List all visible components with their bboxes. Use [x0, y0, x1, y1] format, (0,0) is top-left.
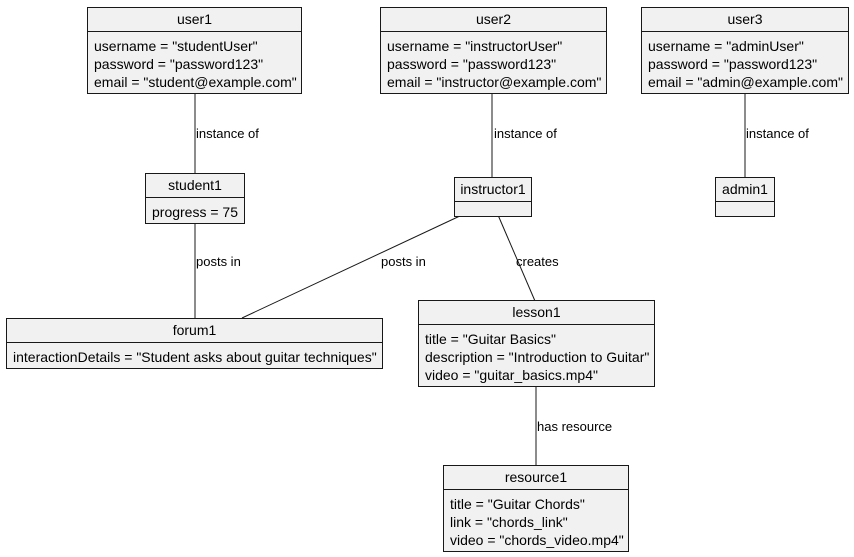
- object-name: instructor1: [455, 178, 531, 202]
- link-label-user2-instructor1: instance of: [494, 126, 557, 141]
- link-label-user3-admin1: instance of: [746, 126, 809, 141]
- object-user2: user2 username = "instructorUser" passwo…: [380, 7, 607, 94]
- object-attributes: [455, 202, 531, 216]
- object-student1: student1 progress = 75: [145, 173, 245, 224]
- object-instructor1: instructor1: [454, 177, 532, 217]
- object-attributes: username = "studentUser" password = "pas…: [88, 32, 301, 93]
- object-name: forum1: [7, 319, 382, 343]
- link-label-instructor1-forum1: posts in: [381, 254, 426, 269]
- attribute-username: username = "adminUser": [648, 38, 804, 54]
- link-label-user1-student1: instance of: [196, 126, 259, 141]
- attribute-title: title = "Guitar Chords": [450, 496, 585, 512]
- attribute-progress: progress = 75: [152, 204, 238, 220]
- attribute-title: title = "Guitar Basics": [425, 331, 556, 347]
- object-user3: user3 username = "adminUser" password = …: [641, 7, 849, 94]
- attribute-email: email = "instructor@example.com": [387, 74, 602, 90]
- link-instructor1-forum1: [241, 214, 463, 319]
- object-name: user3: [642, 8, 848, 32]
- attribute-username: username = "studentUser": [94, 38, 258, 54]
- attribute-interaction-details: interactionDetails = "Student asks about…: [13, 349, 377, 365]
- object-attributes: username = "adminUser" password = "passw…: [642, 32, 848, 93]
- object-attributes: [716, 202, 774, 216]
- attribute-email: email = "admin@example.com": [648, 74, 843, 90]
- object-user1: user1 username = "studentUser" password …: [87, 7, 302, 94]
- attribute-link: link = "chords_link": [450, 514, 568, 530]
- link-label-instructor1-lesson1: creates: [516, 254, 559, 269]
- attribute-password: password = "password123": [387, 56, 557, 72]
- object-name: resource1: [444, 466, 628, 490]
- attribute-username: username = "instructorUser": [387, 38, 563, 54]
- attribute-video: video = "guitar_basics.mp4": [425, 367, 598, 383]
- object-attributes: title = "Guitar Basics" description = "I…: [419, 325, 654, 386]
- object-lesson1: lesson1 title = "Guitar Basics" descript…: [418, 300, 655, 387]
- attribute-video: video = "chords_video.mp4": [450, 532, 624, 548]
- attribute-password: password = "password123": [94, 56, 264, 72]
- link-label-student1-forum1: posts in: [196, 254, 241, 269]
- object-attributes: username = "instructorUser" password = "…: [381, 32, 606, 93]
- object-name: user2: [381, 8, 606, 32]
- attribute-email: email = "student@example.com": [94, 74, 297, 90]
- object-name: student1: [146, 174, 244, 198]
- attribute-password: password = "password123": [648, 56, 818, 72]
- object-name: admin1: [716, 178, 774, 202]
- attribute-description: description = "Introduction to Guitar": [425, 349, 650, 365]
- object-attributes: title = "Guitar Chords" link = "chords_l…: [444, 490, 628, 551]
- object-admin1: admin1: [715, 177, 775, 217]
- link-label-lesson1-resource1: has resource: [537, 419, 613, 434]
- object-name: user1: [88, 8, 301, 32]
- object-resource1: resource1 title = "Guitar Chords" link =…: [443, 465, 629, 552]
- link-instructor1-lesson1: [497, 214, 536, 302]
- object-name: lesson1: [419, 301, 654, 325]
- object-forum1: forum1 interactionDetails = "Student ask…: [6, 318, 383, 369]
- object-attributes: progress = 75: [146, 198, 244, 223]
- object-attributes: interactionDetails = "Student asks about…: [7, 343, 382, 368]
